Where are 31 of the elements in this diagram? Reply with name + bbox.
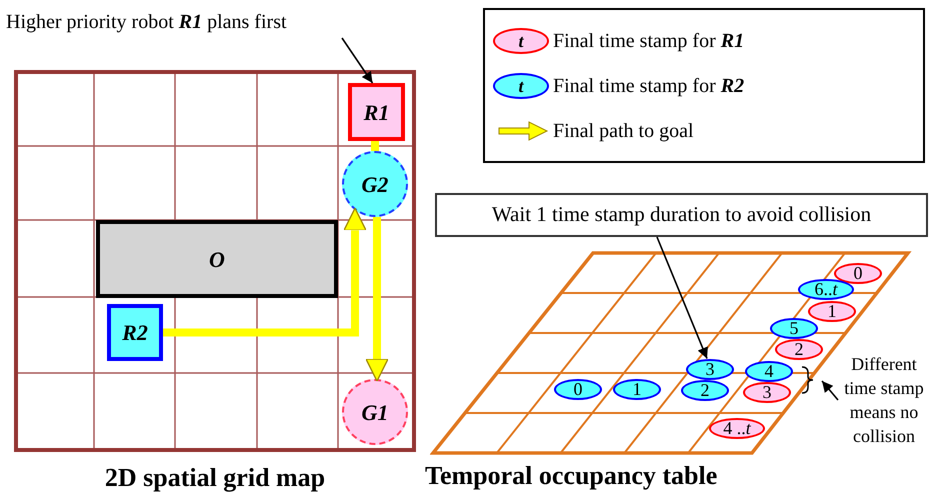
arrow: [656, 236, 708, 359]
time-stamp-ellipse: 5: [770, 318, 818, 338]
legend-text: Final path to goal: [553, 118, 694, 144]
legend-symbol: t: [518, 76, 524, 94]
note-text: Different time stamp means no collision: [838, 352, 930, 478]
time-stamp-ellipse: 4: [745, 360, 793, 382]
legend-text: Final time stamp for R1: [553, 28, 744, 54]
callout-box: Wait 1 time stamp duration to avoid collision: [435, 193, 928, 237]
legend-symbol: t: [518, 32, 524, 50]
time-stamp-ellipse: 0: [834, 262, 882, 284]
time-stamp-ellipse: 6..t: [798, 278, 854, 300]
robot-box: R2: [107, 304, 163, 361]
time-stamp-ellipse: 3: [686, 358, 734, 380]
arrow: [821, 380, 839, 401]
time-stamp-ellipse: 4 ..t: [709, 418, 765, 438]
time-stamp-ellipse: 2: [681, 380, 729, 400]
annotation-text: Higher priority robot R1 plans first: [6, 6, 398, 38]
table-caption: Temporal occupancy table: [425, 460, 718, 492]
obstacle-box: O: [96, 220, 338, 298]
time-stamp-ellipse: 2: [775, 338, 823, 360]
time-stamp-ellipse: 1: [808, 300, 856, 322]
legend-text: Final time stamp for R2: [553, 74, 744, 98]
time-stamp-ellipse: 0: [554, 378, 602, 400]
arrow: [341, 38, 374, 84]
time-stamp-ellipse: 3: [743, 382, 791, 402]
path-arrow: [163, 208, 367, 336]
path-line: [371, 141, 379, 151]
path-arrow: [365, 216, 389, 382]
map-caption: 2D spatial grid map: [104, 462, 326, 494]
time-stamp-ellipse: 1: [613, 378, 661, 400]
robot-box: R1: [348, 83, 405, 141]
